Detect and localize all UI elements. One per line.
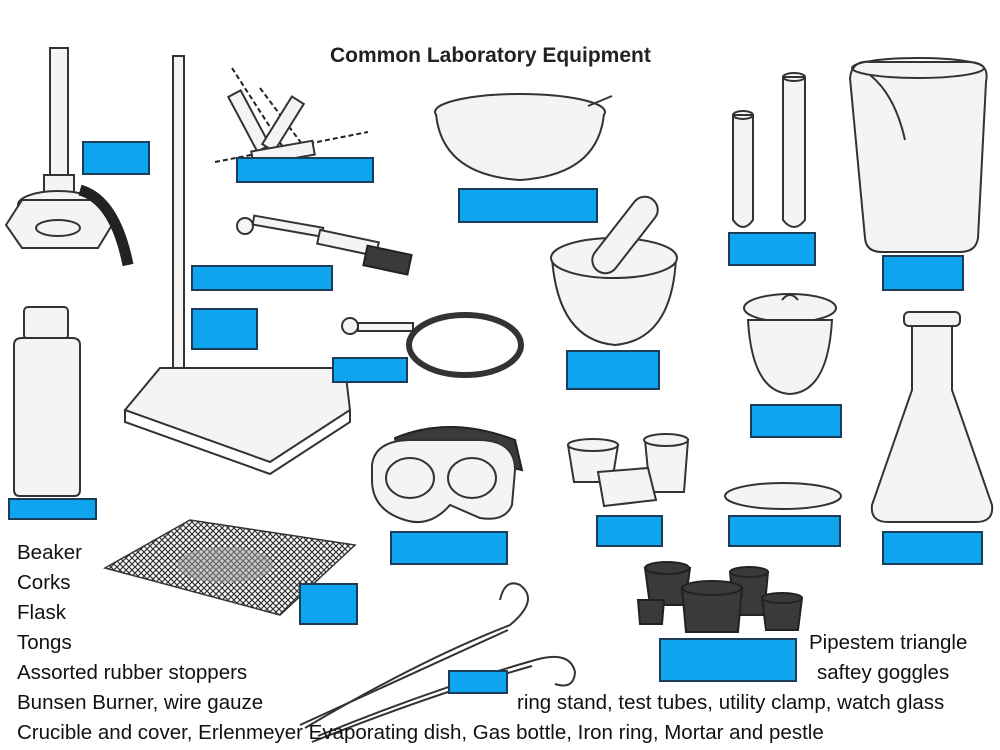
corks-illustration xyxy=(566,433,690,508)
pipestem-triangle-illustration xyxy=(214,67,369,167)
crucible-and-cover-illustration xyxy=(743,293,837,396)
answer-box-wire-gauze[interactable] xyxy=(299,583,358,625)
word-bank-crucible-line: Crucible and cover, Erlenmeyer Evaporati… xyxy=(17,721,824,744)
bunsen-burner-illustration xyxy=(4,47,134,267)
safety-goggles-illustration xyxy=(371,426,524,524)
answer-box-beaker[interactable] xyxy=(882,255,964,291)
answer-box-mortar-and-pestle[interactable] xyxy=(566,350,660,390)
answer-box-bunsen-burner[interactable] xyxy=(82,141,150,175)
answer-box-evaporating-dish[interactable] xyxy=(458,188,598,223)
erlenmeyer-flask-illustration xyxy=(870,311,994,523)
word-bank-safety-goggles: saftey goggles xyxy=(817,661,950,684)
word-bank-stand-line: ring stand, test tubes, utility clamp, w… xyxy=(517,691,945,714)
answer-box-ring-stand[interactable] xyxy=(191,308,258,350)
mortar-and-pestle-illustration xyxy=(550,195,678,347)
answer-box-pipestem-triangle[interactable] xyxy=(236,157,374,183)
page-title: Common Laboratory Equipment xyxy=(330,44,651,67)
answer-box-corks[interactable] xyxy=(596,515,663,547)
word-bank-burner-gauze: Bunsen Burner, wire gauze xyxy=(17,691,264,714)
answer-box-gas-bottle[interactable] xyxy=(8,498,97,520)
beaker-illustration xyxy=(848,57,988,253)
wire-gauze-illustration xyxy=(103,519,357,616)
answer-box-erlenmeyer-flask[interactable] xyxy=(882,531,983,565)
evaporating-dish-illustration xyxy=(434,93,613,182)
word-bank-pipestem-triangle: Pipestem triangle xyxy=(809,631,968,654)
answer-box-utility-clamp[interactable] xyxy=(191,265,333,291)
answer-box-safety-goggles[interactable] xyxy=(390,531,508,565)
word-bank-rubber-stoppers: Assorted rubber stoppers xyxy=(17,661,248,684)
word-bank-beaker: Beaker xyxy=(17,541,82,564)
utility-clamp-illustration xyxy=(236,214,413,276)
answer-box-rubber-stoppers[interactable] xyxy=(659,638,797,682)
word-bank-tongs: Tongs xyxy=(17,631,72,654)
ring-stand-illustration xyxy=(123,55,352,476)
word-bank-corks: Corks xyxy=(17,571,71,594)
word-bank-flask: Flask xyxy=(17,601,66,624)
answer-box-crucible-and-cover[interactable] xyxy=(750,404,842,438)
answer-box-test-tubes[interactable] xyxy=(728,232,816,266)
answer-box-tongs[interactable] xyxy=(448,670,508,694)
test-tubes-illustration xyxy=(732,72,806,228)
gas-bottle-illustration xyxy=(13,306,81,497)
iron-ring-illustration xyxy=(341,312,524,378)
answer-box-iron-ring[interactable] xyxy=(332,357,408,383)
answer-box-watch-glass[interactable] xyxy=(728,515,841,547)
watch-glass-illustration xyxy=(724,482,842,510)
rubber-stoppers-illustration xyxy=(636,561,804,633)
